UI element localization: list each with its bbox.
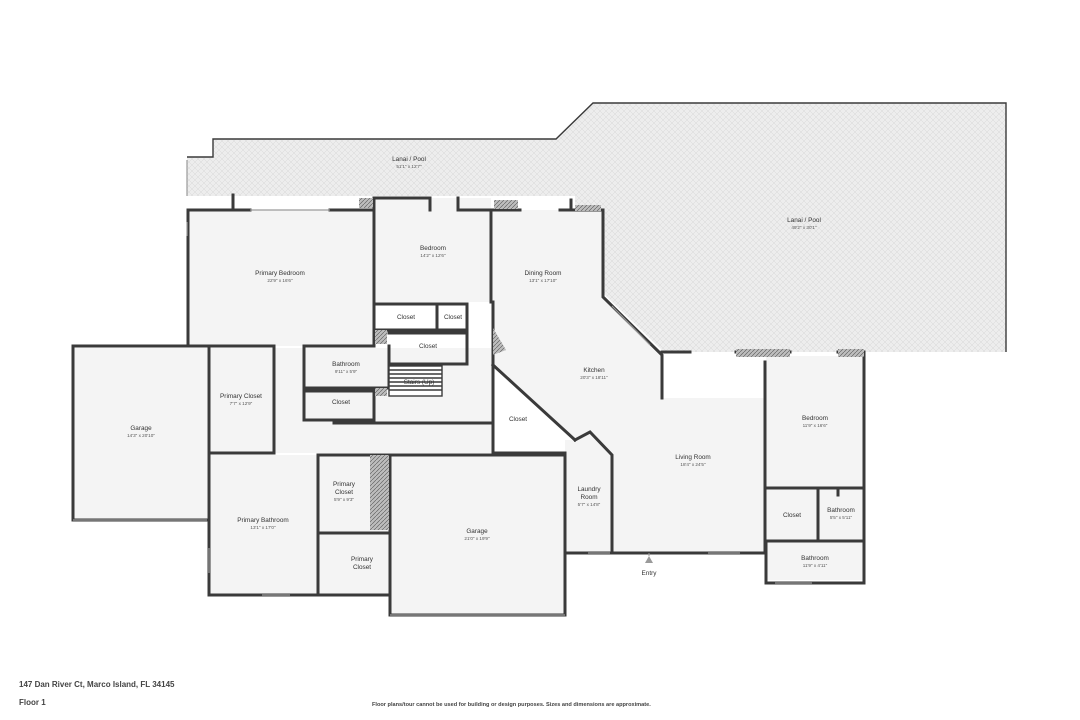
primary-closet-top-dim: 7'7" x 12'9" — [230, 401, 253, 406]
primary-closet-mid-dim: 5'9" x 9'3" — [334, 497, 354, 502]
floor-label: Floor 1 — [19, 698, 46, 707]
entry-label: Entry — [642, 570, 658, 577]
closet-e-name: Closet — [509, 416, 527, 423]
primary-closet-mid-name2: Closet — [335, 489, 353, 496]
bedroom-right-dim: 11'9" x 16'6" — [803, 423, 828, 428]
lanai-right-name: Lanai / Pool — [787, 217, 821, 224]
closet-c-name: Closet — [419, 343, 437, 350]
hatched-columns — [359, 198, 864, 530]
primary-closet-top-name: Primary Closet — [220, 393, 262, 400]
living-room-dim: 18'4" x 24'5" — [680, 462, 706, 467]
closet-d-name: Closet — [332, 399, 350, 406]
primary-bathroom-name: Primary Bathroom — [237, 517, 289, 524]
disclaimer-text: Floor plans/tour cannot be used for buil… — [372, 702, 651, 708]
primary-bedroom-name: Primary Bedroom — [255, 270, 305, 277]
kitchen-name: Kitchen — [583, 367, 605, 374]
bathroom-mid-dim: 9'11" x 5'9" — [335, 369, 358, 374]
lanai-right-dim: 49'2" x 30'1" — [791, 225, 817, 230]
closet-b-name: Closet — [444, 314, 462, 321]
bathroom-small-dim: 5'5" x 5'11" — [830, 515, 853, 520]
closet-a-name: Closet — [397, 314, 415, 321]
garage-left-name: Garage — [130, 425, 152, 432]
stair-treads — [389, 369, 442, 391]
garage-left-dim: 14'3" x 20'10" — [127, 433, 155, 438]
bathroom-small-name: Bathroom — [827, 507, 855, 514]
garage-center-name: Garage — [466, 528, 488, 535]
bathroom-bottom-name: Bathroom — [801, 555, 829, 562]
laundry-name1: Laundry — [577, 486, 601, 493]
bedroom-right-name: Bedroom — [802, 415, 828, 422]
primary-closet-mid-name1: Primary — [333, 481, 356, 488]
bedroom-top-dim: 14'2" x 12'6" — [420, 253, 446, 258]
stairs-name: Stairs (Up) — [404, 379, 435, 386]
primary-closet-low-name2: Closet — [353, 564, 371, 571]
garage-center-dim: 21'0" x 19'9" — [464, 536, 490, 541]
bathroom-bottom-dim: 11'9" x 4'11" — [803, 563, 828, 568]
dining-room-dim: 13'1" x 17'10" — [529, 278, 557, 283]
laundry-dim: 5'7" x 14'8" — [578, 502, 601, 507]
primary-bathroom-dim: 13'1" x 17'0" — [250, 525, 276, 530]
kitchen-dim: 20'3" x 18'11" — [580, 375, 608, 380]
room-floors — [73, 198, 864, 615]
lanai-area — [186, 102, 1007, 352]
laundry-name2: Room — [580, 494, 597, 501]
primary-bedroom-dim: 22'9" x 16'6" — [267, 278, 293, 283]
walls — [71, 193, 866, 617]
living-room-name: Living Room — [675, 454, 711, 461]
closet-f-name: Closet — [783, 512, 801, 519]
primary-closet-low-name1: Primary — [351, 556, 374, 563]
bathroom-mid-name: Bathroom — [332, 361, 360, 368]
address-label: 147 Dan River Ct, Marco Island, FL 34145 — [19, 680, 175, 689]
lanai-left-dim: 51'1" x 12'7" — [396, 164, 422, 169]
bedroom-top-name: Bedroom — [420, 245, 446, 252]
windows — [73, 209, 812, 616]
lanai-left-name: Lanai / Pool — [392, 156, 426, 163]
entry-marker — [645, 553, 653, 563]
dining-room-name: Dining Room — [525, 270, 562, 277]
